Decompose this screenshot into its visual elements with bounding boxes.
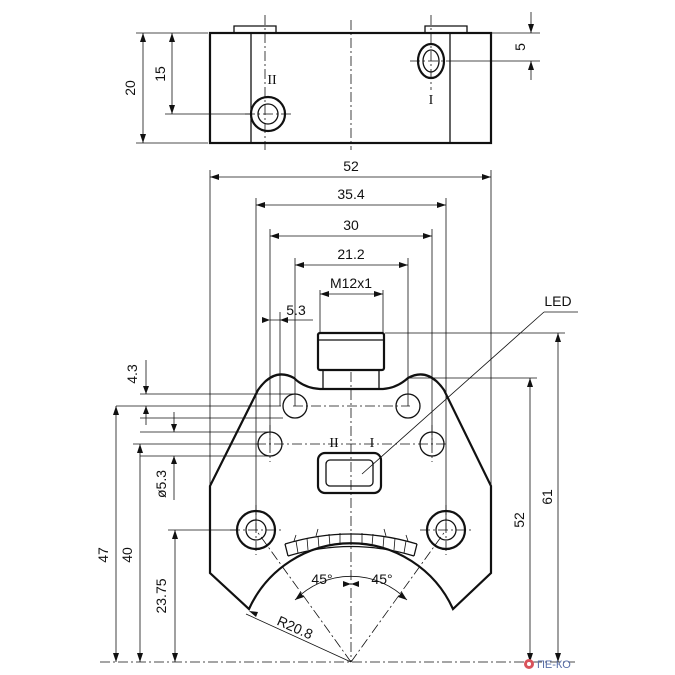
angle-right: 45° [371, 571, 392, 587]
angle-line-right [350, 529, 447, 663]
dim-5-3: 5.3 [286, 302, 306, 318]
side-view-body-outline [208, 31, 493, 145]
led-leader [361, 311, 578, 475]
plan-view: 52 35.4 30 21.2 M12x1 [95, 158, 578, 663]
led-window [316, 451, 383, 495]
angle-line-left [255, 529, 352, 663]
dim-21-2-line [295, 262, 408, 268]
mounting-hole-top-left [282, 393, 308, 419]
sensor-plate-outline [208, 373, 493, 611]
side-view-label-II: II [267, 73, 277, 88]
connector-m12 [316, 331, 386, 390]
dim-61-line [555, 333, 561, 662]
dim-dia-5-3: ø5.3 [153, 470, 169, 498]
dim-61: 61 [539, 489, 555, 505]
dim-47-line [113, 406, 119, 662]
thread-m12x1: M12x1 [330, 275, 372, 291]
side-view-port-II [245, 95, 292, 133]
dim-23-75-line [172, 530, 178, 662]
angle-arc [294, 575, 408, 601]
mounting-hole-bottom-left [230, 505, 282, 555]
dim-40-line [137, 444, 143, 662]
dim-52-width-line [210, 174, 491, 180]
dim-52-height: 52 [511, 512, 527, 528]
side-view-tab-right [424, 25, 468, 33]
dim-40: 40 [119, 547, 135, 563]
plan-label-II: II [329, 436, 339, 451]
led-label: LED [544, 293, 571, 309]
side-view-port-I [410, 42, 452, 80]
dim-15-line [165, 33, 250, 115]
dim-5-line [452, 12, 540, 80]
watermark-text: ПЕ-КО [537, 659, 571, 671]
mounting-hole-mid-right [419, 425, 445, 462]
dim-52-width: 52 [343, 158, 359, 174]
dim-5-3-line [262, 317, 313, 323]
radius-leader [245, 611, 352, 663]
plan-label-I: I [370, 436, 375, 451]
dim-52-height-line [527, 378, 533, 662]
side-view-tab-left [233, 25, 277, 33]
dim-21-2: 21.2 [337, 246, 364, 262]
dim-35-4-line [256, 202, 446, 208]
dim-4-3-line [143, 360, 149, 425]
angle-scale [284, 528, 418, 557]
dim-30: 30 [343, 217, 359, 233]
radius-r20-8: R20.8 [275, 613, 316, 643]
dim-35-4: 35.4 [337, 186, 364, 202]
dim-4-3: 4.3 [124, 364, 140, 384]
mounting-hole-mid-left [257, 425, 283, 462]
dim-dia-5-3-line [171, 412, 177, 500]
watermark-logo [524, 659, 534, 669]
dim-47: 47 [95, 547, 111, 563]
dim-20: 20 [122, 80, 138, 96]
dim-30-line [270, 233, 432, 239]
dim-23-75: 23.75 [153, 578, 169, 613]
dim-15: 15 [152, 66, 168, 82]
mounting-hole-top-right [395, 393, 421, 419]
angle-left: 45° [311, 571, 332, 587]
side-view: II I 20 15 5 [122, 12, 540, 150]
thread-dim-line [320, 291, 383, 297]
side-view-label-I: I [429, 93, 434, 108]
dim-5: 5 [512, 43, 528, 51]
